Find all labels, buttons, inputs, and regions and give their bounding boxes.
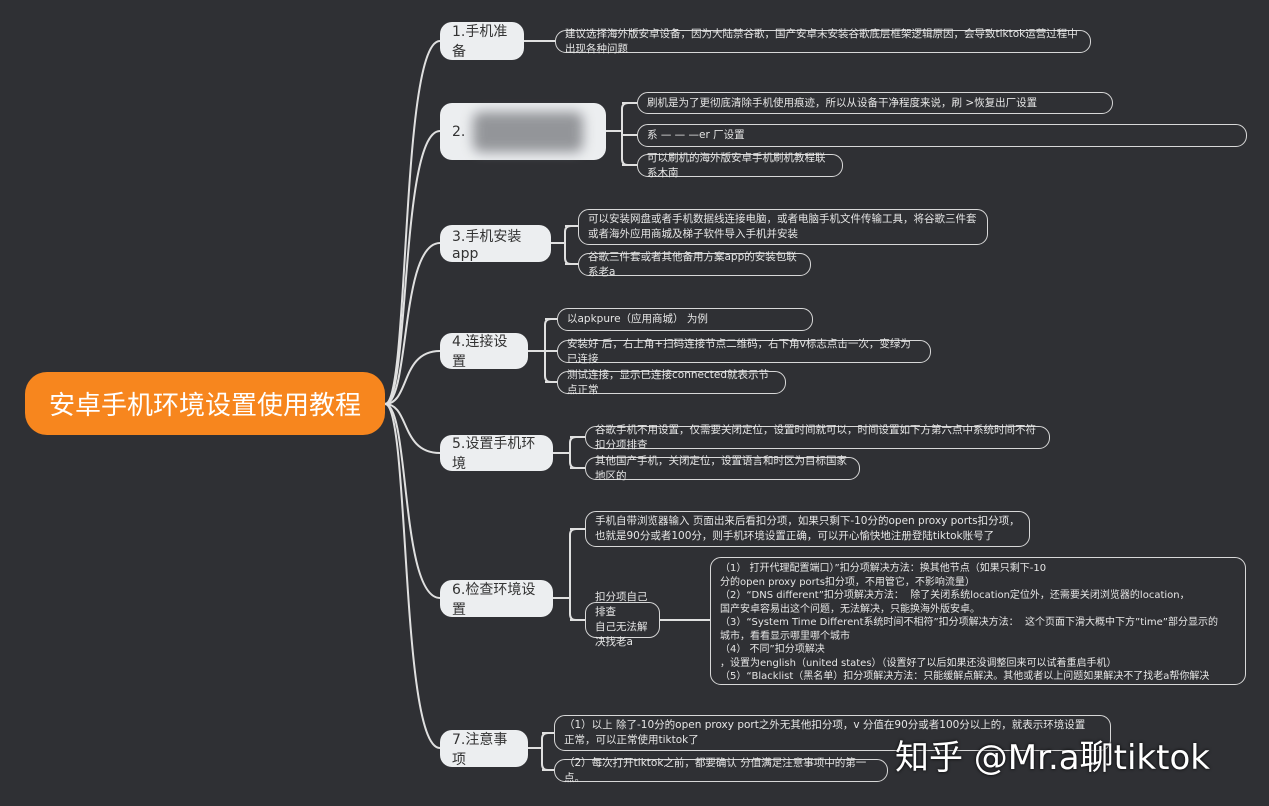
root-node[interactable]: 安卓手机环境设置使用教程 bbox=[25, 372, 385, 435]
leaf-4-2[interactable]: 安装好 后，右上角+扫码连接节点二维码，右下角v标志点击一次，变绿为已连接 bbox=[557, 338, 931, 365]
root-connector bbox=[384, 350, 441, 405]
branch-7[interactable]: 7.注意事项 bbox=[440, 730, 528, 768]
branch-2-node[interactable]: 2. bbox=[440, 103, 606, 160]
branch-6[interactable]: 6.检查环境设置 bbox=[440, 580, 553, 618]
branch-2: 2. bbox=[452, 123, 466, 140]
branch-1[interactable]: 1.手机准备 bbox=[440, 22, 524, 60]
leaf-3-2[interactable]: 谷歌三件套或者其他备用方案app的安装包联系老a bbox=[578, 251, 811, 278]
bracket bbox=[569, 528, 577, 621]
leaf-7-1[interactable]: （1）以上 除了-10分的open proxy port之外无其他扣分项，v 分… bbox=[554, 715, 1111, 751]
branch-3[interactable]: 3.手机安装app bbox=[440, 225, 551, 262]
branch-4[interactable]: 4.连接设置 bbox=[440, 333, 528, 370]
root-connector bbox=[384, 403, 441, 454]
leaf-4-3[interactable]: 测试连接，显示已连接connected就表示节点正常 bbox=[557, 369, 786, 396]
leaf-3-1[interactable]: 可以安装网盘或者手机数据线连接电脑，或者电脑手机文件传输工具，将谷歌三件套或者海… bbox=[578, 209, 988, 245]
leaf-6-2[interactable]: 扣分项自己排查 自己无法解决找老a bbox=[585, 591, 660, 648]
leaf-6-1[interactable]: 手机自带浏览器输入 页面出来后看扣分项，如果只剩下-10分的open proxy… bbox=[585, 511, 1030, 547]
leaf-5-1[interactable]: 谷歌手机不用设置，仅需要关闭定位，设置时间就可以，时间设置如下方第六点中系统时间… bbox=[585, 424, 1050, 451]
root-connector bbox=[384, 130, 441, 405]
leaf-2-1[interactable]: 刷机是为了更彻底清除手机使用痕迹，所以从设备干净程度来说，刷 >恢复出厂设置 bbox=[637, 92, 1113, 114]
bracket bbox=[541, 732, 549, 771]
branch-5[interactable]: 5.设置手机环境 bbox=[440, 435, 553, 472]
root-connector bbox=[384, 242, 441, 405]
root-connector bbox=[384, 40, 441, 405]
leaf-7-2[interactable]: （2）每次打开tiktok之前，都要确认 分值满足注意事项中的第一点。 bbox=[554, 757, 888, 784]
leaf-6-detail[interactable]: （1） 打开代理配置端口）”扣分项解决方法：换其他节点（如果只剩下-10 分的o… bbox=[710, 557, 1246, 685]
root-connector bbox=[384, 403, 441, 599]
watermark: 知乎 @Mr.a聊tiktok bbox=[895, 738, 1210, 778]
leaf-1-1[interactable]: 建议选择海外版安卓设备，因为大陆禁谷歌，国产安卓未安装谷歌底层框架逻辑原因，会导… bbox=[555, 28, 1091, 55]
blurred-region bbox=[473, 111, 584, 152]
leaf-2-3[interactable]: 可以刷机的海外版安卓手机刷机教程联系木南 bbox=[637, 152, 843, 179]
leaf-4-1[interactable]: 以apkpure（应用商城） 为例 bbox=[557, 308, 813, 331]
bracket bbox=[569, 436, 577, 469]
root-connector bbox=[384, 403, 441, 749]
leaf-2-2[interactable]: 系 — — —er 厂设置 bbox=[637, 124, 1247, 147]
bracket bbox=[564, 225, 572, 265]
leaf-5-2[interactable]: 其他国产手机，关闭定位，设置语言和时区为目标国家地区的 bbox=[585, 455, 860, 482]
